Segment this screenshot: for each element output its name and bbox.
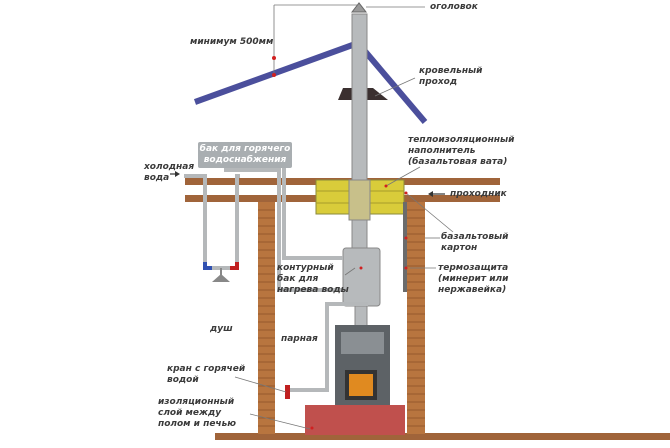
shower-head: [212, 274, 230, 282]
roof-right: [355, 41, 428, 124]
label-min-height: минимум 500мм: [190, 37, 274, 47]
marker-dots: [272, 56, 408, 430]
stove: [335, 325, 390, 407]
brick-partition: [258, 202, 275, 434]
label-cap: оголовок: [430, 2, 478, 12]
label-steam-room: парная: [281, 334, 318, 344]
floor: [215, 433, 670, 440]
brick-wall: [403, 202, 425, 434]
stove-base: [305, 405, 405, 435]
chimney-cap: [350, 2, 368, 13]
hot-water-tap: [285, 385, 290, 399]
label-shower: душ: [210, 324, 233, 334]
roof-left: [193, 40, 360, 105]
leader-lines: [234, 4, 454, 430]
label-pass-through: проходник: [450, 189, 507, 199]
heat-shield: [403, 202, 407, 292]
